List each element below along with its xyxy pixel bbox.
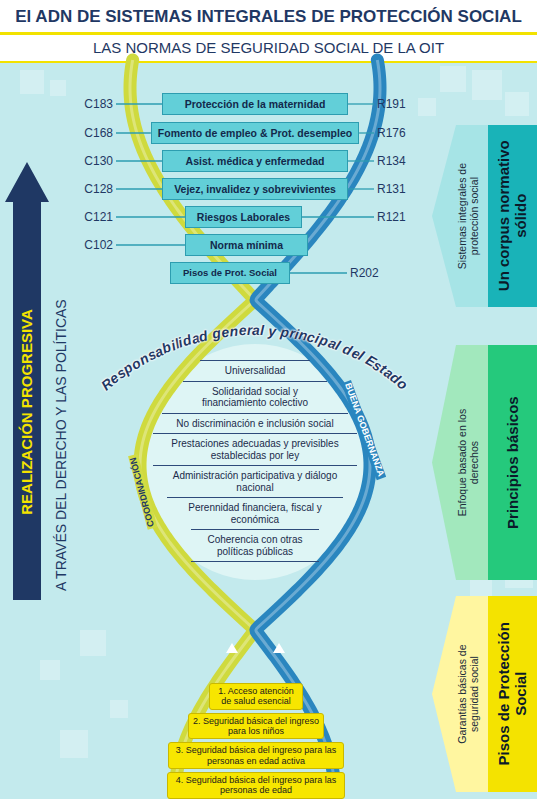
principle-rung: Administración participativa y diálogo n… xyxy=(153,465,358,497)
standard-code: C168 xyxy=(84,126,113,140)
node-text: 3. Seguridad básica del ingreso para las… xyxy=(172,745,340,766)
axis-label: A TRAVÉS DEL DERECHO Y LAS POLÍTICAS xyxy=(54,299,69,591)
subtitle: LAS NORMAS DE SEGURIDAD SOCIAL DE LA OIT xyxy=(93,39,444,56)
panel-band xyxy=(488,125,537,307)
node-text: Enfoque basado en los derechos xyxy=(456,398,480,528)
node-text: Norma mínima xyxy=(192,235,301,255)
node-text: 2. Seguridad básica del ingreso para los… xyxy=(192,716,320,737)
arc-letter: d xyxy=(198,328,209,344)
standard-code: R202 xyxy=(350,266,379,280)
standard-box: Pisos de Prot. Social xyxy=(170,262,290,284)
leader-line xyxy=(359,132,374,133)
title-rule xyxy=(0,32,537,35)
node-text: Prestaciones adecuadas y previsibles est… xyxy=(156,438,353,461)
panel-band xyxy=(488,345,537,580)
guarantee-box: 1. Acceso atención de salud esencial xyxy=(209,683,303,710)
node-text: Asist. médica y enfermedad xyxy=(169,151,341,171)
standard-code: C128 xyxy=(84,182,113,196)
panel-tip xyxy=(432,345,537,580)
node-text: Coherencia con otras políticas públicas xyxy=(194,534,316,557)
principle-rung: Solidaridad social y financiamiento cole… xyxy=(183,381,327,413)
node-text: REALIZACIÓN PROGRESIVA xyxy=(18,309,35,515)
node-text: Universalidad xyxy=(203,365,307,377)
standard-code: R121 xyxy=(377,210,406,224)
node-text: 1. Acceso atención de salud esencial xyxy=(213,686,299,707)
dna-strands xyxy=(130,60,380,799)
header-ground xyxy=(0,0,537,62)
node-heading: Un corpus normativo sólido xyxy=(495,135,530,297)
standard-box: Norma mínima xyxy=(185,234,308,256)
standard-code: R176 xyxy=(377,126,406,140)
progress-arrow: REALIZACIÓN PROGRESIVA xyxy=(5,162,49,600)
arc-letter: n xyxy=(229,324,239,339)
panel-tip xyxy=(432,596,537,792)
principle-rung: No discriminación e inclusión social xyxy=(162,413,348,434)
node-heading: Principios básicos xyxy=(504,355,521,570)
standard-code: R191 xyxy=(377,97,406,111)
standard-box: Riesgos Laborales xyxy=(185,206,302,228)
node-text: Vejez, invalidez y sobrevivientes xyxy=(169,179,341,199)
standard-code: C130 xyxy=(84,154,113,168)
leader-line xyxy=(348,188,374,189)
guarantee-box: 4. Seguridad básica del ingreso para las… xyxy=(167,772,345,799)
leader-line xyxy=(116,188,162,189)
principle-rung: Perennidad financiera, fiscal y económic… xyxy=(167,497,342,529)
arc-letter: l xyxy=(260,323,264,337)
node-text: Fomento de empleo & Prot. desempleo xyxy=(158,123,352,143)
principle-rung: Coherencia con otras políticas públicas xyxy=(191,529,319,562)
side-panel: Sistemas integrales de protección social… xyxy=(432,125,537,307)
standard-code: R131 xyxy=(377,182,406,196)
guarantee-box: 3. Seguridad básica del ingreso para las… xyxy=(168,742,344,769)
leader-line xyxy=(116,160,162,161)
leader-line xyxy=(348,103,374,104)
arc-letter: e xyxy=(238,323,247,337)
standard-code: C183 xyxy=(84,97,113,111)
node-heading: Pisos de Protección Social xyxy=(495,606,530,782)
side-panel: Enfoque basado en los derechos Principios… xyxy=(432,345,537,580)
node-text: Sistemas integrales de protección social xyxy=(456,151,480,281)
arc-letter: e xyxy=(221,324,231,339)
node-text: Garantías básicas de seguridad social xyxy=(456,629,480,759)
principle-rung: Universalidad xyxy=(200,360,310,381)
arc-letter: y xyxy=(268,323,277,338)
diagram-title: El ADN DE SISTEMAS INTEGRALES DE PROTECC… xyxy=(15,7,522,27)
node-text: Pisos de Prot. Social xyxy=(177,263,283,283)
node-text: Protección de la maternidad xyxy=(169,94,341,114)
leader-line xyxy=(302,216,374,217)
arc-letter: r xyxy=(247,323,253,337)
leader-line xyxy=(348,160,374,161)
subtitle-rule xyxy=(0,61,537,63)
panel-band xyxy=(488,596,537,792)
node-text: 4. Seguridad básica del ingreso para las… xyxy=(171,775,341,796)
standard-box: Protección de la maternidad xyxy=(162,93,348,115)
standard-code: R134 xyxy=(377,154,406,168)
small-arrows xyxy=(226,643,285,653)
standard-box: Vejez, invalidez y sobrevivientes xyxy=(162,178,348,200)
panel-shape xyxy=(432,345,537,580)
leader-line xyxy=(116,132,151,133)
page-ground xyxy=(0,62,537,799)
node-text: Administración participativa y diálogo n… xyxy=(156,470,355,493)
node-text: No discriminación e inclusión social xyxy=(165,418,345,430)
standard-box: Asist. médica y enfermedad xyxy=(162,150,348,172)
arc-letter: g xyxy=(211,326,222,341)
leader-line xyxy=(116,103,162,104)
arc-letter: a xyxy=(252,323,260,337)
standard-box: Fomento de empleo & Prot. desempleo xyxy=(151,122,359,144)
side-panel: Garantías básicas de seguridad social Pis… xyxy=(432,596,537,792)
arrow-body xyxy=(5,162,49,600)
node-text: Solidaridad social y financiamiento cole… xyxy=(186,386,324,409)
leader-line xyxy=(116,216,185,217)
leader-line xyxy=(290,272,347,273)
node-text: Riesgos Laborales xyxy=(192,207,295,227)
leader-line xyxy=(116,244,185,245)
panel-tip xyxy=(432,125,537,307)
guarantee-box: 2. Seguridad básica del ingreso para los… xyxy=(188,713,324,740)
standard-code: C102 xyxy=(84,238,113,252)
standard-code: C121 xyxy=(84,210,113,224)
node-text: Perennidad financiera, fiscal y económic… xyxy=(170,502,339,525)
principle-rung: Prestaciones adecuadas y previsibles est… xyxy=(153,433,356,465)
leader-lines xyxy=(116,104,374,273)
